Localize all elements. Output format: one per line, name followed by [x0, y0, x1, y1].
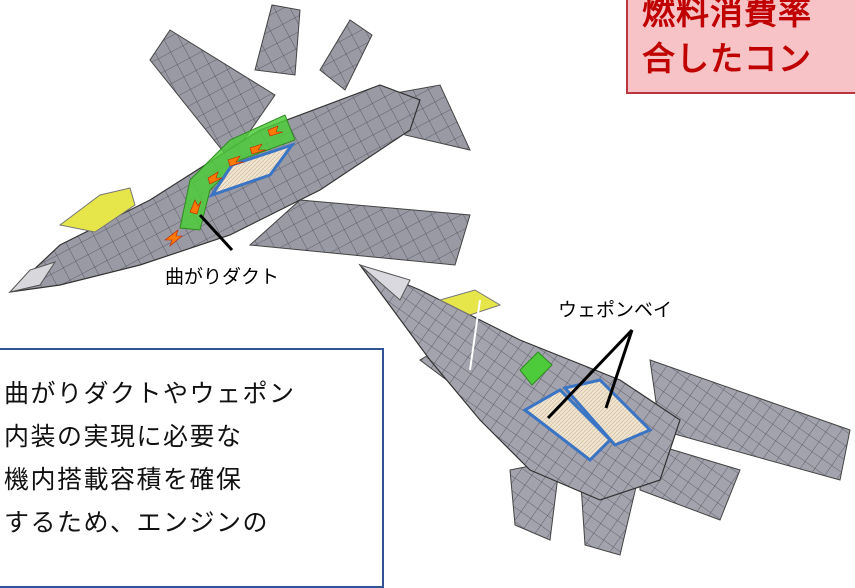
upper-vertical-tail-1 [254, 4, 301, 76]
lower-canopy [438, 289, 502, 316]
upper-aircraft [8, 4, 471, 293]
lower-nose [359, 264, 411, 301]
description-line-2: 内装の実現に必要な [4, 422, 243, 451]
weapon-bay-leader-2 [604, 329, 634, 409]
lower-edge-line [469, 299, 481, 371]
weapon-bay-label: ウェポンベイ [558, 299, 673, 321]
description-line-1: 曲がりダクトやウェポン [4, 379, 296, 408]
lower-aircraft [358, 263, 851, 556]
upper-vertical-tail-2 [319, 19, 373, 91]
airflow-arrows [164, 125, 284, 247]
upper-canopy [58, 187, 136, 233]
title-line-2: 合したコン [642, 39, 812, 78]
weapon-bay-leader-1 [546, 328, 634, 420]
title-box: 燃料消費率 合したコン [626, 0, 855, 94]
aircraft-illustration [8, 4, 851, 556]
lower-intake [519, 351, 553, 386]
upper-right-wing [248, 199, 471, 266]
title-line-1: 燃料消費率 [642, 0, 812, 32]
weapon-bay-right [562, 378, 653, 447]
description-line-3: 機内搭載容積を確保 [4, 465, 243, 494]
description-box: 曲がりダクトやウェポン 内装の実現に必要な 機内搭載容積を確保 するため、エンジ… [0, 348, 384, 588]
curved-duct-label: 曲がりダクト [165, 266, 280, 288]
curved-duct-leader [198, 213, 234, 252]
description-line-4: するため、エンジンの [4, 508, 270, 537]
upper-weapon-bay [208, 142, 296, 198]
upper-nose [8, 261, 57, 293]
